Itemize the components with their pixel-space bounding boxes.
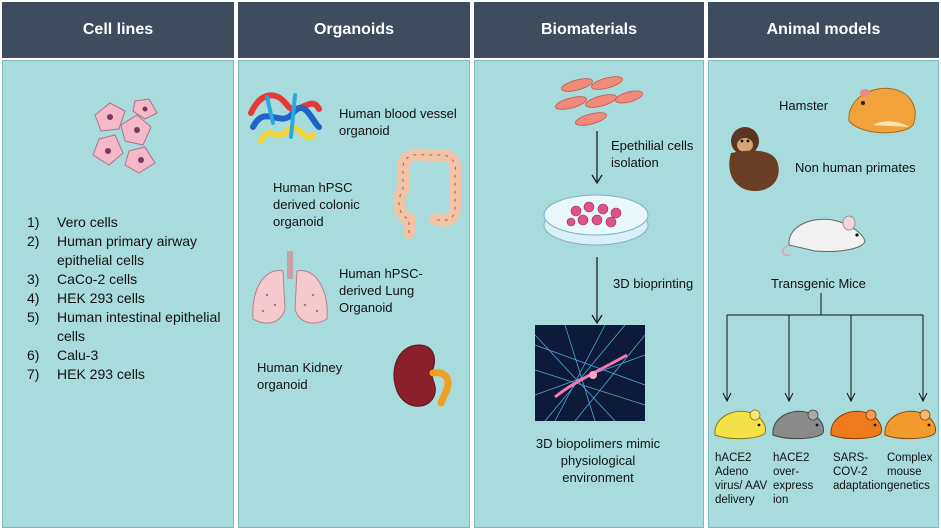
column-panel: Epethilial cells isolation 3D bioprintin… <box>474 60 704 528</box>
arrow-down-icon <box>591 257 603 325</box>
list-item: 2)Human primary airway epithelial cells <box>27 233 198 268</box>
arrow-down-icon <box>591 131 603 185</box>
column-title: Animal models <box>708 2 939 58</box>
step-isolation-label: Epethilial cells isolation <box>611 138 694 170</box>
kidney-icon <box>393 344 452 407</box>
column-animal-models: Animal models Hamster Non human primates <box>708 0 939 530</box>
biopolymer-scaffold-image <box>534 324 646 422</box>
column-title: Organoids <box>238 2 470 58</box>
list-item: 3)CaCo-2 cells <box>27 271 138 287</box>
branch-connectors <box>722 293 928 403</box>
mouse-icon <box>781 215 866 257</box>
step-bioprinting-label: 3D bioprinting <box>613 276 694 291</box>
column-biomaterials: Biomaterials Epethilial cells isolation <box>474 0 704 530</box>
primates-label: Non human primates <box>795 160 916 175</box>
orange-mouse-icon <box>830 409 882 440</box>
cells-illustration <box>92 98 158 174</box>
column-panel: 1)Vero cells 2)Human primary airway epit… <box>2 60 234 528</box>
hamster-label: Hamster <box>779 98 829 113</box>
kidney-label: Human Kidney organoid <box>257 360 343 392</box>
colon-icon <box>393 148 462 239</box>
blood-vessel-organoid-icon <box>248 92 322 144</box>
branch-label-adaptation: SARS-COV-2 adaptation <box>833 452 887 492</box>
list-item: 4)HEK 293 cells <box>27 290 145 306</box>
column-cell-lines: Cell lines 1)Vero cells 2)Human primary … <box>2 0 234 530</box>
cell-lines-list: 1)Vero cells 2)Human primary airway epit… <box>27 213 237 384</box>
epithelial-cells-icon <box>555 76 643 126</box>
list-item: 6)Calu-3 <box>27 347 99 363</box>
result-label: 3D biopolimers mimic physiological envir… <box>535 436 661 485</box>
branch-label-overexpression: hACE2 over-express ion <box>773 452 814 506</box>
hamster-icon <box>848 87 916 134</box>
gray-mouse-icon <box>772 409 824 440</box>
primate-icon <box>729 127 779 191</box>
column-panel: Human blood vessel organoid Human hPSC d… <box>238 60 470 528</box>
list-item: 5)Human intestinal epithelial cells <box>27 309 221 344</box>
colonic-label: Human hPSC derived colonic organoid <box>273 180 360 229</box>
branch-label-adeno: hACE2 Adeno virus/ AAV delivery <box>715 452 768 506</box>
mice-label: Transgenic Mice <box>771 276 866 291</box>
lung-label: Human hPSC-derived Lung Organoid <box>339 266 423 315</box>
column-title: Cell lines <box>2 2 234 58</box>
column-organoids: Organoids Human blood vessel organoid Hu… <box>238 0 470 530</box>
lungs-icon <box>252 251 328 324</box>
column-panel: Hamster Non human primates Transgeni <box>708 60 939 528</box>
column-title: Biomaterials <box>474 2 704 58</box>
petri-dish-icon <box>543 194 649 246</box>
list-item: 7)HEK 293 cells <box>27 366 145 382</box>
yellow-mouse-icon <box>714 409 766 440</box>
branch-label-genetics: Complex mouse genetics <box>887 452 933 492</box>
list-item: 1)Vero cells <box>27 214 118 230</box>
light-orange-mouse-icon <box>884 409 936 440</box>
blood-vessel-label: Human blood vessel organoid <box>339 106 457 138</box>
